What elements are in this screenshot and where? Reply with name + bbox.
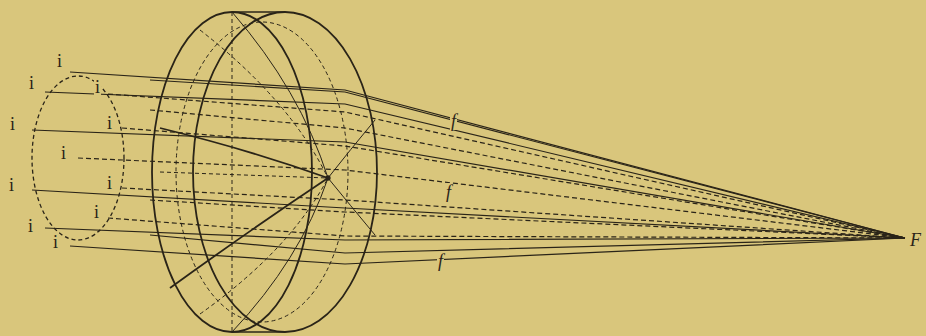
lens-inner-rim bbox=[176, 22, 348, 322]
incident-ray-label: i bbox=[28, 74, 35, 92]
light-ray bbox=[45, 228, 905, 240]
incident-ray-label: i bbox=[106, 114, 113, 132]
light-ray bbox=[150, 200, 905, 238]
lens-edge bbox=[232, 331, 285, 332]
light-ray bbox=[70, 72, 905, 238]
light-ray bbox=[32, 130, 905, 238]
focal-ray-label: f bbox=[437, 252, 444, 270]
incident-ray-label: i bbox=[60, 144, 67, 162]
incident-ray-label: i bbox=[27, 217, 34, 235]
incident-ray-label: i bbox=[56, 52, 63, 70]
focal-ray-label: f bbox=[445, 183, 452, 201]
incident-ray-label: i bbox=[52, 233, 59, 251]
light-ray bbox=[150, 110, 905, 238]
focal-ray-label: f bbox=[450, 112, 457, 130]
light-ray bbox=[122, 188, 905, 238]
lens-front-rim bbox=[193, 12, 377, 332]
light-ray bbox=[150, 235, 905, 253]
focus-label: F bbox=[909, 231, 922, 249]
incident-ray-label: i bbox=[8, 176, 15, 194]
lens-edge bbox=[232, 11, 285, 12]
light-ray bbox=[32, 190, 905, 238]
light-ray bbox=[78, 158, 905, 238]
light-ray bbox=[122, 128, 905, 238]
incident-ray-label: i bbox=[94, 78, 101, 96]
light-ray bbox=[150, 80, 905, 238]
incident-ray-label: i bbox=[106, 174, 113, 192]
incident-ray-label: i bbox=[9, 115, 16, 133]
incident-ray-label: i bbox=[93, 203, 100, 221]
